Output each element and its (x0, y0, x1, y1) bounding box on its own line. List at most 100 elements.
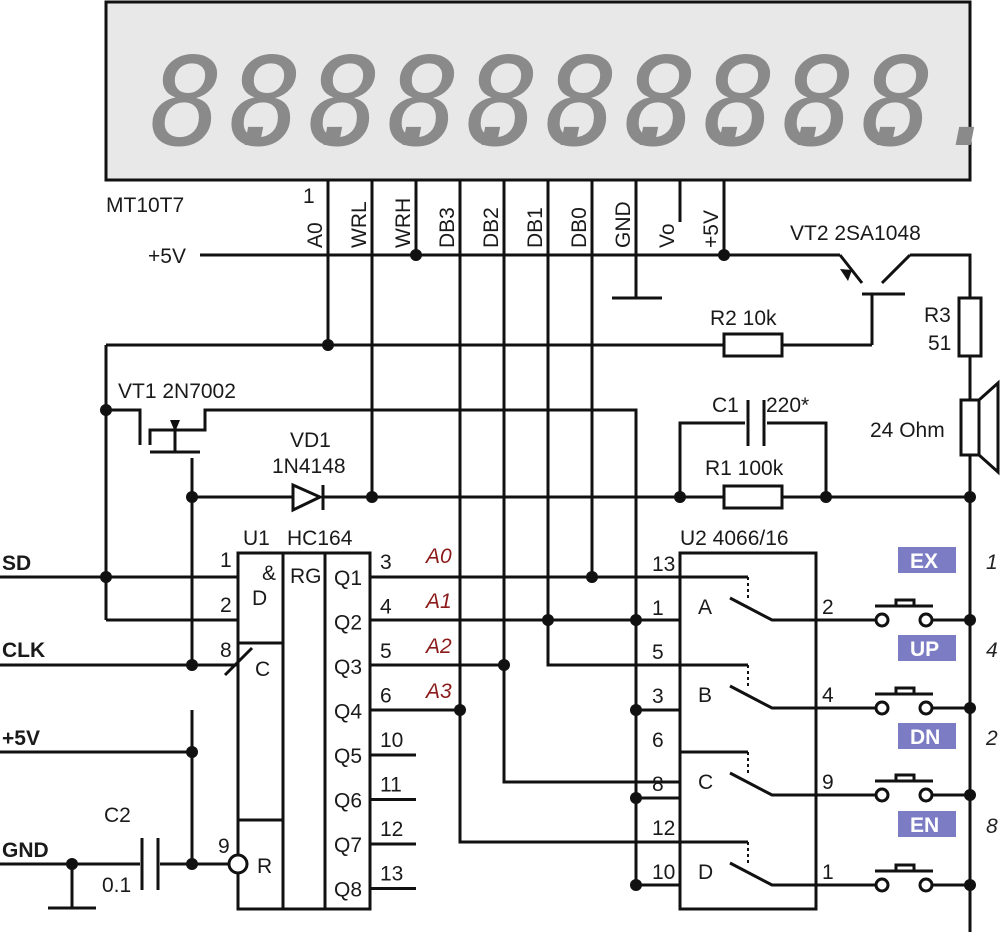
u2-pin-6: 6 (652, 729, 664, 752)
speaker-label: 24 Ohm (870, 419, 945, 442)
vd1-name: VD1 (290, 429, 331, 452)
r1-resistor (722, 484, 784, 510)
u2-switch-label-d: D (698, 861, 713, 884)
vt2-transistor (838, 253, 912, 345)
u1-pin-8: 8 (220, 639, 232, 662)
junction-clk (186, 659, 198, 671)
u1-out-pin-5: 5 (380, 640, 392, 663)
junction-db3 (454, 704, 466, 716)
c2-value: 0.1 (102, 874, 131, 897)
u1-out-q4: Q4 (334, 701, 362, 724)
button-contact-right-2 (918, 787, 934, 803)
plus5v-top-label: +5V (148, 245, 186, 268)
display-digits: 8.8.8.8.8.8.8.8.8.8. (150, 32, 1000, 174)
u1-out-pin-6: 6 (380, 685, 392, 708)
u1-clock-mark (223, 646, 254, 677)
vt1-arrow (170, 420, 180, 432)
button-actuator-2 (875, 773, 970, 797)
u2-switch-label-c: C (698, 771, 713, 794)
addr-a1: A1 (424, 590, 452, 613)
button-label-dn: DN (910, 726, 940, 749)
vd1-diode (291, 482, 324, 513)
junction-db0 (586, 571, 598, 583)
u2-right-pin-9: 9 (822, 771, 834, 794)
u1-sections (238, 553, 327, 909)
button-number-up: 4 (986, 639, 998, 662)
u2-switch-label-b: B (698, 684, 712, 707)
junction-plus5v (718, 249, 730, 261)
u2-pin-12: 12 (652, 817, 675, 840)
u1-out-pin-12: 12 (380, 818, 403, 841)
u1-and-label: & (262, 562, 276, 585)
junction-r1-left (674, 491, 686, 503)
display-model-label: MT10T7 (106, 194, 184, 217)
button-label-up: UP (910, 638, 939, 661)
r2-resistor (722, 332, 784, 358)
button-badge-dn (898, 723, 956, 749)
display-digit-6: 8. (624, 32, 771, 174)
button-actuator-0 (875, 598, 970, 622)
u1-pin-1: 1 (220, 549, 232, 572)
u1-pin-9: 9 (218, 835, 230, 858)
vt2-label: VT2 2SA1048 (790, 222, 921, 245)
u1-out-pin-11: 11 (380, 774, 402, 797)
u1-out-pin-4: 4 (380, 596, 392, 619)
c2-capacitor (140, 838, 160, 890)
junction-wrh (410, 249, 422, 261)
display-pin-db2: DB2 (480, 207, 503, 248)
button-badge-en (898, 811, 956, 837)
gnd-symbol-bottom (48, 864, 96, 910)
display-pin-db0: DB0 (568, 207, 591, 248)
vd1-part: 1N4148 (272, 455, 346, 478)
display-digit-5: 8. (545, 32, 692, 174)
u1-out-pin-13: 13 (380, 863, 403, 886)
junction-r1-right (820, 491, 832, 503)
button-contact-right-3 (918, 877, 934, 893)
u2-pin-5: 5 (652, 641, 664, 664)
r3-value: 51 (928, 332, 951, 355)
signal-clk-label: CLK (2, 639, 45, 662)
c1-name: C1 (712, 394, 739, 417)
display-digit-8: 8. (782, 32, 929, 174)
button-junction-2 (964, 789, 976, 801)
vt1-transistor (104, 345, 638, 620)
u2-ctrl-wires (634, 620, 680, 887)
display-digit-9: 8. (861, 32, 1000, 174)
u1-out-q6: Q6 (334, 790, 362, 813)
c1-value: 220* (766, 394, 809, 417)
u1-chip (236, 551, 372, 911)
c1-wire (678, 421, 828, 497)
display-pin-wrl: WRL (348, 201, 371, 248)
display-digit-0: 8. (150, 32, 297, 174)
u2-right-pin-1: 1 (822, 861, 834, 884)
signal-sd-label: SD (2, 552, 31, 575)
vt1-label: VT1 2N7002 (118, 380, 236, 403)
button-number-dn: 2 (985, 727, 998, 750)
r1-label: R1 100k (705, 457, 784, 480)
u2-switch-a (729, 596, 875, 622)
u2-pin-8: 8 (652, 773, 664, 796)
addr-a2: A2 (424, 635, 452, 658)
u2-pin-10: 10 (652, 861, 675, 884)
display-pin-db1: DB1 (524, 207, 547, 248)
u2-right-pin-2: 2 (822, 596, 834, 619)
u2-pin-1: 1 (652, 597, 664, 620)
button-badge-up (898, 635, 956, 661)
button-label-ex: EX (910, 550, 938, 573)
u1-part: HC164 (287, 527, 353, 550)
u1-r-label: R (257, 855, 272, 878)
junction-wrl (366, 491, 378, 503)
u1-out-q8: Q8 (334, 879, 362, 902)
u1-out-q2: Q2 (334, 612, 362, 635)
signal-plus5v-label: +5V (2, 727, 40, 750)
button-contact-left-0 (874, 612, 890, 628)
u1-out-q7: Q7 (334, 834, 362, 857)
display-digit-7: 8. (703, 32, 850, 174)
u2-switch-c (729, 771, 875, 797)
junction-db2 (498, 659, 510, 671)
button-contact-left-2 (874, 787, 890, 803)
